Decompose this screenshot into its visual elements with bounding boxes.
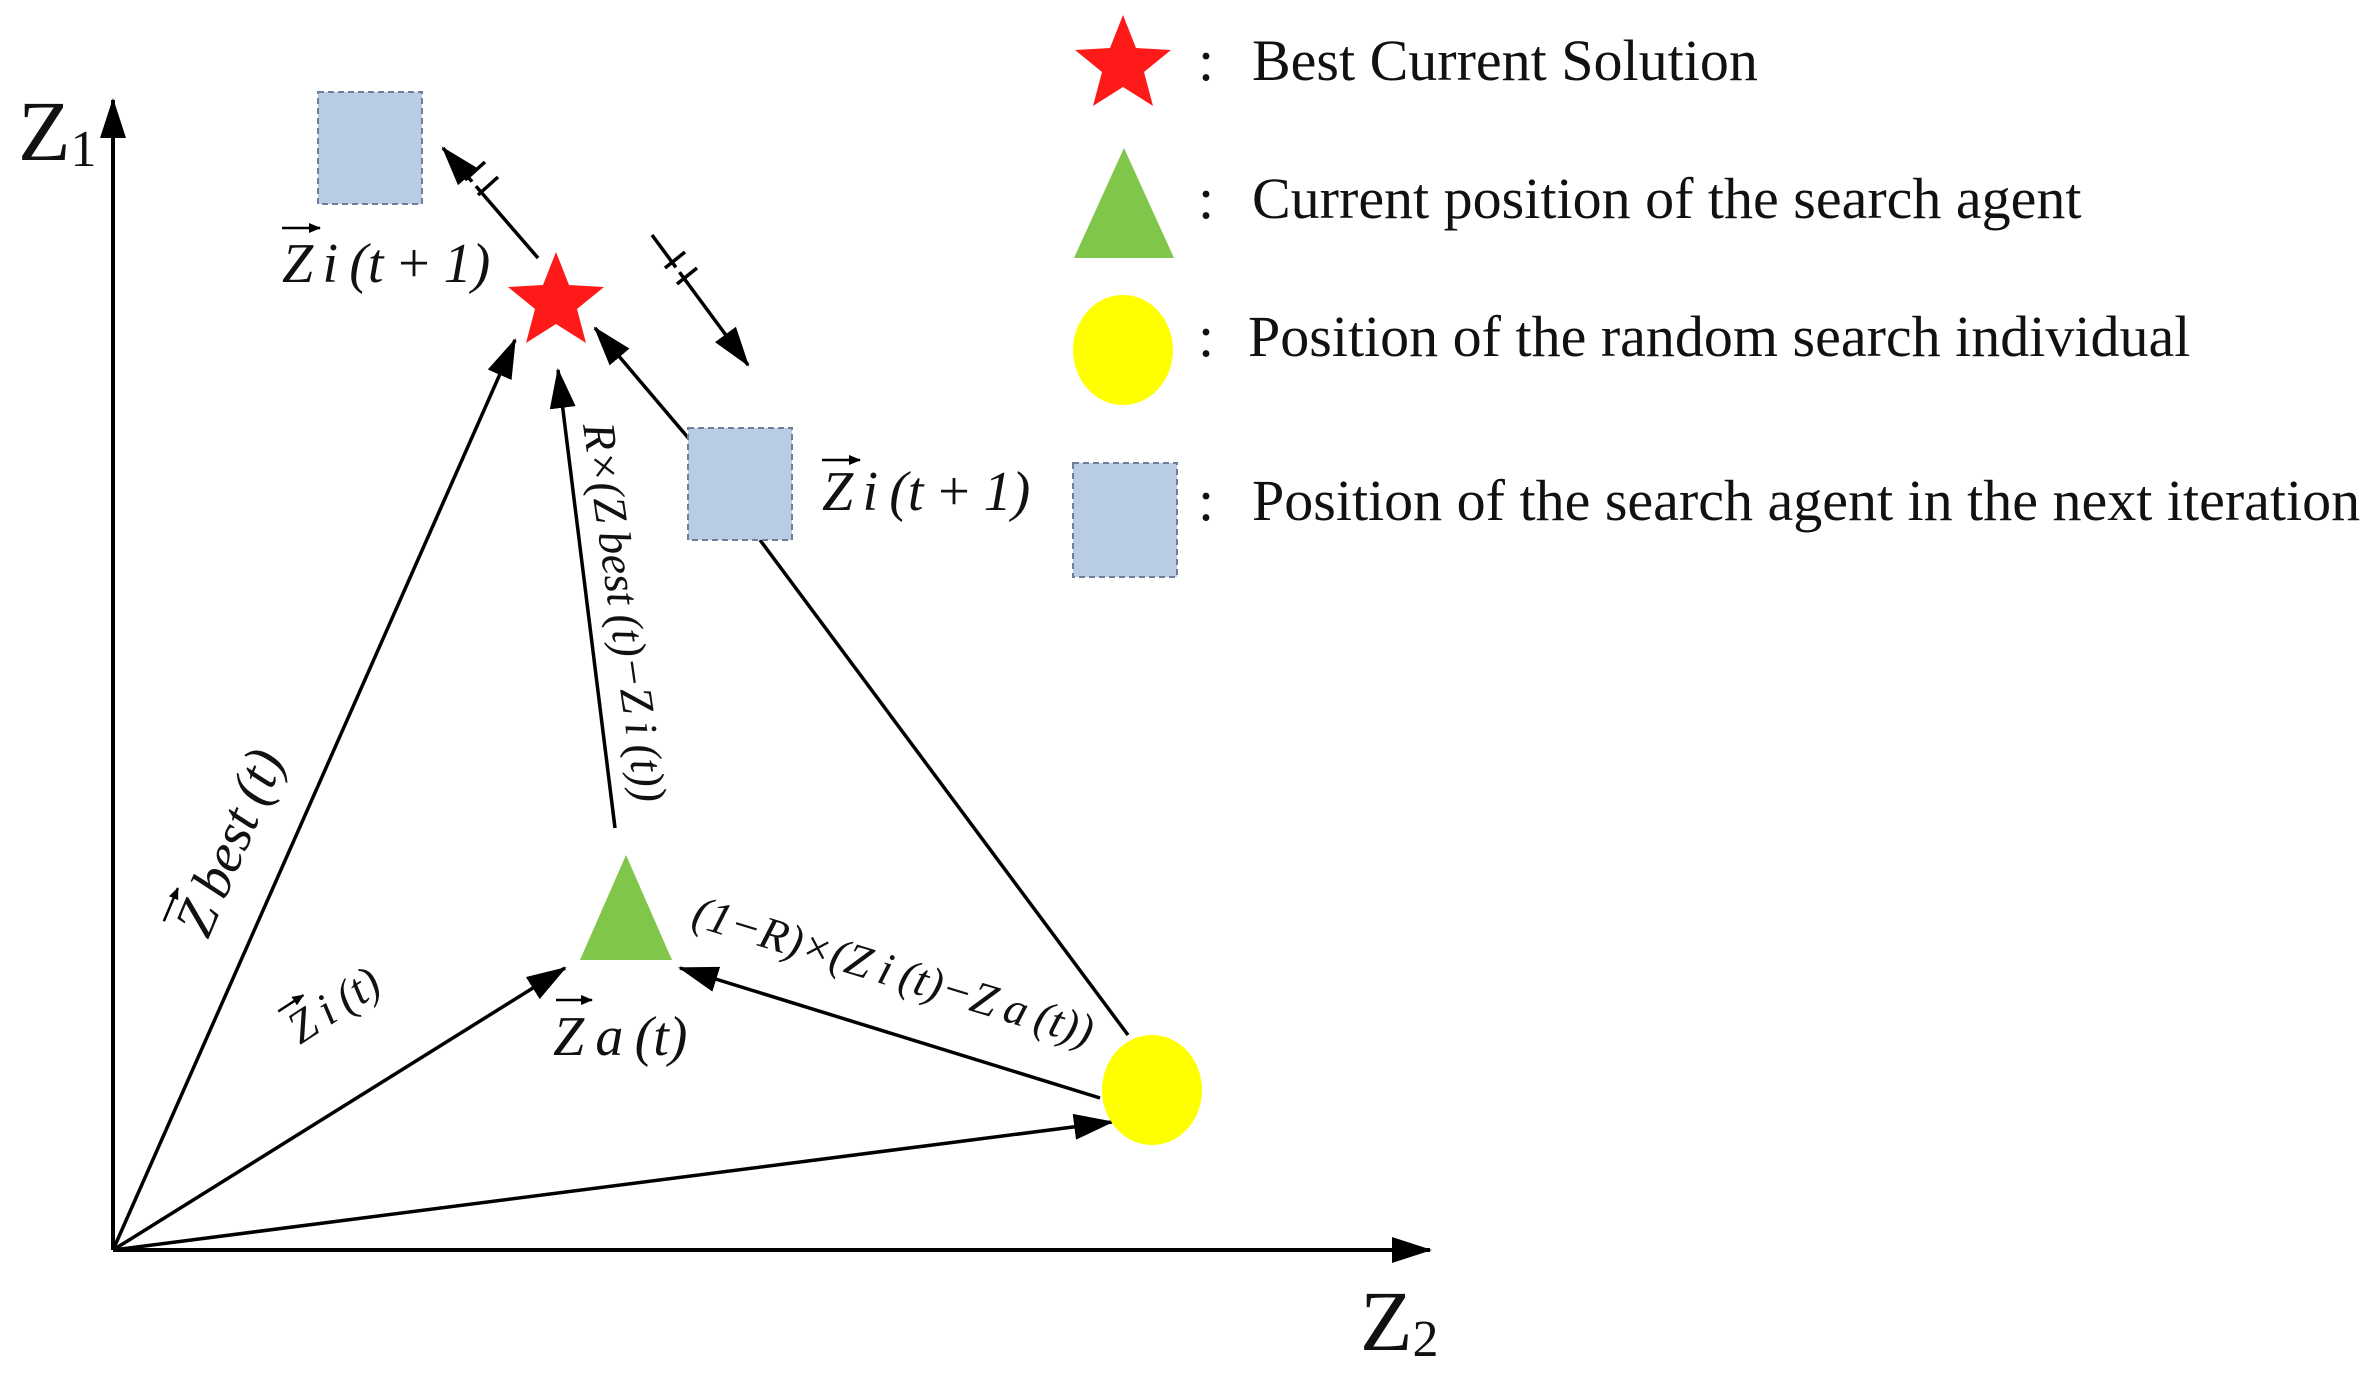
z2-axis-label: Z2 <box>1360 1273 1439 1369</box>
break-mark <box>463 160 487 182</box>
svg-text:Z best (t): Z best (t) <box>163 740 297 945</box>
zi-next-label-right: Z i (t + 1) <box>822 455 1030 523</box>
break-mark <box>663 250 687 270</box>
random-individual-circle <box>1102 1035 1202 1145</box>
circle-to-next-position-line <box>758 538 1130 1037</box>
legend-square-icon <box>1072 462 1178 578</box>
svg-text:Z i (t + 1): Z i (t + 1) <box>822 461 1030 523</box>
svg-text:Z a (t): Z a (t) <box>553 1006 687 1068</box>
legend-separator-4: : <box>1198 468 1214 533</box>
svg-text:Z i (t + 1): Z i (t + 1) <box>282 233 490 295</box>
svg-text:Z i (t): Z i (t) <box>278 956 390 1053</box>
legend-separator-1: : <box>1198 28 1214 93</box>
break-mark <box>675 266 699 286</box>
legend-item-random-individual: Position of the random search individual <box>1248 304 2190 369</box>
legend-item-search-agent: Current position of the search agent <box>1252 166 2081 231</box>
break-mark <box>468 167 494 190</box>
legend-circle-icon <box>1073 295 1173 405</box>
legend-item-next-iteration: Position of the search agent in the next… <box>1252 468 2360 533</box>
search-agent-triangle <box>580 855 672 960</box>
legend-triangle-icon <box>1074 148 1174 258</box>
break-mark <box>668 257 694 278</box>
z-i-vector <box>112 966 567 1252</box>
star-to-lower-right-arrow <box>650 233 750 367</box>
legend: : Best Current Solution : Current positi… <box>1072 15 2360 578</box>
star-to-upper-square-arrow <box>441 146 540 260</box>
break-mark <box>476 175 500 197</box>
zi-next-label-upper: Z i (t + 1) <box>282 223 490 295</box>
legend-separator-3: : <box>1198 304 1214 369</box>
next-iteration-square-right <box>687 427 793 541</box>
z-a-vector <box>112 1113 1114 1252</box>
z-best-vector <box>111 338 517 1251</box>
best-solution-star <box>508 252 604 343</box>
legend-separator-2: : <box>1198 166 1214 231</box>
legend-item-best-solution: Best Current Solution <box>1252 28 1758 93</box>
z1-axis-label: Z1 <box>18 83 97 179</box>
r-term-vector <box>549 368 617 829</box>
z-a-label: Z a (t) <box>553 995 687 1068</box>
z-i-label: Z i (t) <box>277 956 390 1053</box>
one-minus-r-term-vector <box>678 966 1101 1100</box>
next-position-to-best-vector <box>593 326 692 442</box>
legend-star-icon <box>1075 15 1171 106</box>
next-iteration-square-upper <box>317 91 423 205</box>
z-best-label: Z best (t) <box>162 740 297 945</box>
